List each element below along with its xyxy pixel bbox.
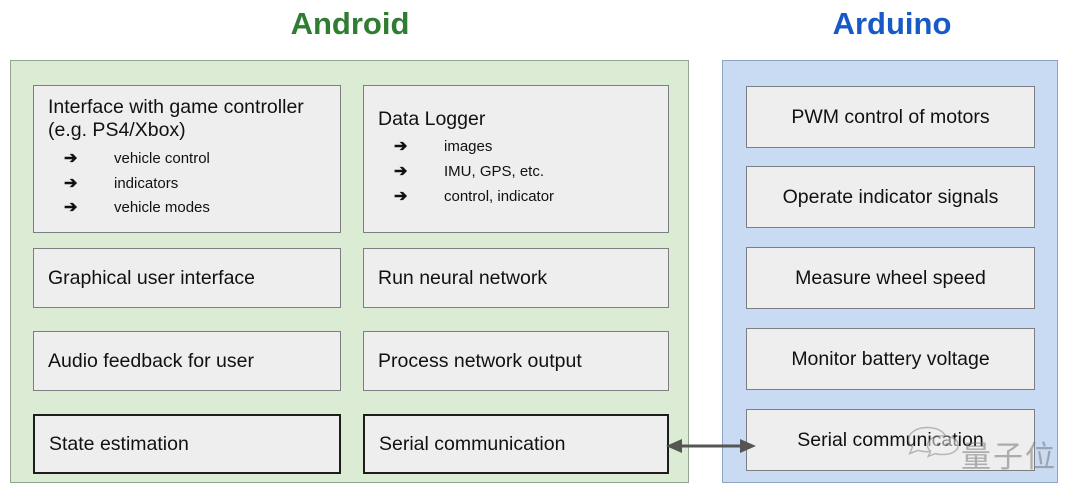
block-graphical-user-interface[interactable]: Graphical user interface [33, 248, 341, 308]
bidirectional-arrow-icon [666, 439, 756, 453]
page-title-arduino: Arduino [832, 6, 952, 41]
list-item: ➔ indicators [34, 172, 340, 197]
list-item: ➔ images [364, 135, 668, 160]
block-label: Process network output [378, 349, 582, 372]
block-label: Measure wheel speed [795, 266, 986, 289]
arrow-bullet-icon: ➔ [64, 174, 78, 192]
block-heading: Data Logger [378, 108, 486, 130]
block-monitor-battery-voltage[interactable]: Monitor battery voltage [746, 328, 1035, 390]
block-interface-with-game-controller[interactable]: Interface with game controller (e.g. PS4… [33, 85, 341, 233]
block-label: State estimation [49, 432, 189, 455]
block-pwm-control-of-motors[interactable]: PWM control of motors [746, 86, 1035, 148]
bullet-list: ➔ images ➔ IMU, GPS, etc. ➔ control, ind… [364, 135, 668, 209]
list-item-label: vehicle control [114, 149, 210, 167]
arrow-bullet-icon: ➔ [64, 199, 78, 217]
list-item-label: IMU, GPS, etc. [444, 163, 545, 181]
arrow-bullet-icon: ➔ [394, 163, 408, 181]
block-serial-communication-android[interactable]: Serial communication [363, 414, 669, 474]
block-operate-indicator-signals[interactable]: Operate indicator signals [746, 166, 1035, 228]
list-item-label: control, indicator [444, 187, 555, 205]
arrow-bullet-icon: ➔ [394, 187, 408, 205]
block-measure-wheel-speed[interactable]: Measure wheel speed [746, 247, 1035, 309]
block-audio-feedback-for-user[interactable]: Audio feedback for user [33, 331, 341, 391]
block-heading: Interface with game controller (e.g. PS4… [48, 96, 304, 142]
block-run-neural-network[interactable]: Run neural network [363, 248, 669, 308]
list-item: ➔ vehicle control [34, 147, 340, 172]
block-label: Graphical user interface [48, 266, 256, 289]
block-label: Serial communication [379, 432, 566, 455]
block-data-logger[interactable]: Data Logger ➔ images ➔ IMU, GPS, etc. ➔ … [363, 85, 669, 233]
block-label: Audio feedback for user [48, 349, 254, 372]
block-serial-communication-arduino[interactable]: Serial communication [746, 409, 1035, 471]
list-item-label: indicators [114, 174, 179, 192]
panel-arduino: PWM control of motors Operate indicator … [722, 60, 1058, 483]
block-label: PWM control of motors [791, 105, 990, 128]
list-item: ➔ IMU, GPS, etc. [364, 160, 668, 185]
list-item: ➔ vehicle modes [34, 196, 340, 221]
block-process-network-output[interactable]: Process network output [363, 331, 669, 391]
block-label: Monitor battery voltage [791, 347, 990, 370]
block-state-estimation[interactable]: State estimation [33, 414, 341, 474]
block-label: Serial communication [797, 428, 984, 451]
block-label: Operate indicator signals [782, 185, 999, 208]
panel-android: Interface with game controller (e.g. PS4… [10, 60, 689, 483]
list-item: ➔ control, indicator [364, 185, 668, 210]
arrow-bullet-icon: ➔ [64, 149, 78, 167]
arrow-bullet-icon: ➔ [394, 138, 408, 156]
page-title-android: Android [290, 6, 410, 41]
list-item-label: vehicle modes [114, 199, 210, 217]
list-item-label: images [444, 138, 493, 156]
bullet-list: ➔ vehicle control ➔ indicators ➔ vehicle… [34, 147, 340, 221]
block-label: Run neural network [378, 266, 548, 289]
